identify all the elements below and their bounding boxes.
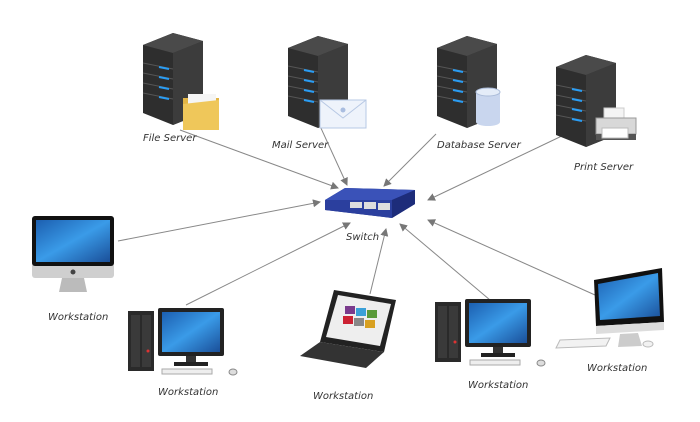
edge-workstation-2 — [185, 222, 351, 306]
file-server[interactable]: File Server — [142, 32, 219, 144]
workstation-imac[interactable]: Workstation — [32, 216, 114, 323]
edge-workstation-3 — [369, 228, 389, 295]
edge-file-server — [179, 129, 339, 190]
mouse-icon — [642, 340, 654, 348]
workstation-desktop-1[interactable]: Workstation — [128, 308, 238, 398]
edge-mail-server — [319, 125, 348, 186]
file-server-label: File Server — [143, 133, 197, 144]
print-server-label: Print Server — [574, 162, 634, 173]
laptop-screen-tiles — [343, 306, 377, 328]
edge-database-server — [383, 133, 437, 187]
workstation-laptop[interactable]: Workstation — [300, 290, 396, 402]
mouse-icon — [228, 368, 238, 376]
workstation-desktop-2[interactable]: Workstation — [435, 299, 546, 391]
mail-server[interactable]: Mail Server — [272, 35, 367, 151]
printer-icon — [595, 107, 637, 140]
switch-label: Switch — [346, 232, 379, 243]
workstation-3-label: Workstation — [313, 391, 373, 402]
edge-workstation-5 — [427, 219, 596, 296]
folder-icon — [183, 94, 219, 130]
workstation-1-label: Workstation — [48, 312, 108, 323]
keyboard-icon — [469, 359, 521, 366]
edge-print-server — [427, 133, 567, 201]
mail-server-label: Mail Server — [272, 140, 329, 151]
workstation-5-label: Workstation — [587, 363, 647, 374]
keyboard-icon — [161, 368, 213, 375]
connection-lines — [117, 125, 596, 306]
database-server-label: Database Server — [437, 140, 522, 151]
database-server[interactable]: Database Server — [436, 35, 522, 151]
workstation-2-label: Workstation — [158, 387, 218, 398]
workstation-4-label: Workstation — [468, 380, 528, 391]
mouse-icon — [536, 359, 546, 367]
edge-workstation-1 — [117, 199, 321, 242]
print-server[interactable]: Print Server — [555, 54, 637, 173]
edge-workstation-4 — [399, 223, 491, 301]
workstation-imac-2[interactable]: Workstation — [555, 268, 664, 374]
keyboard-icon — [555, 337, 611, 349]
network-switch[interactable]: Switch — [325, 188, 415, 243]
database-icon — [475, 87, 501, 126]
envelope-icon — [319, 99, 367, 129]
